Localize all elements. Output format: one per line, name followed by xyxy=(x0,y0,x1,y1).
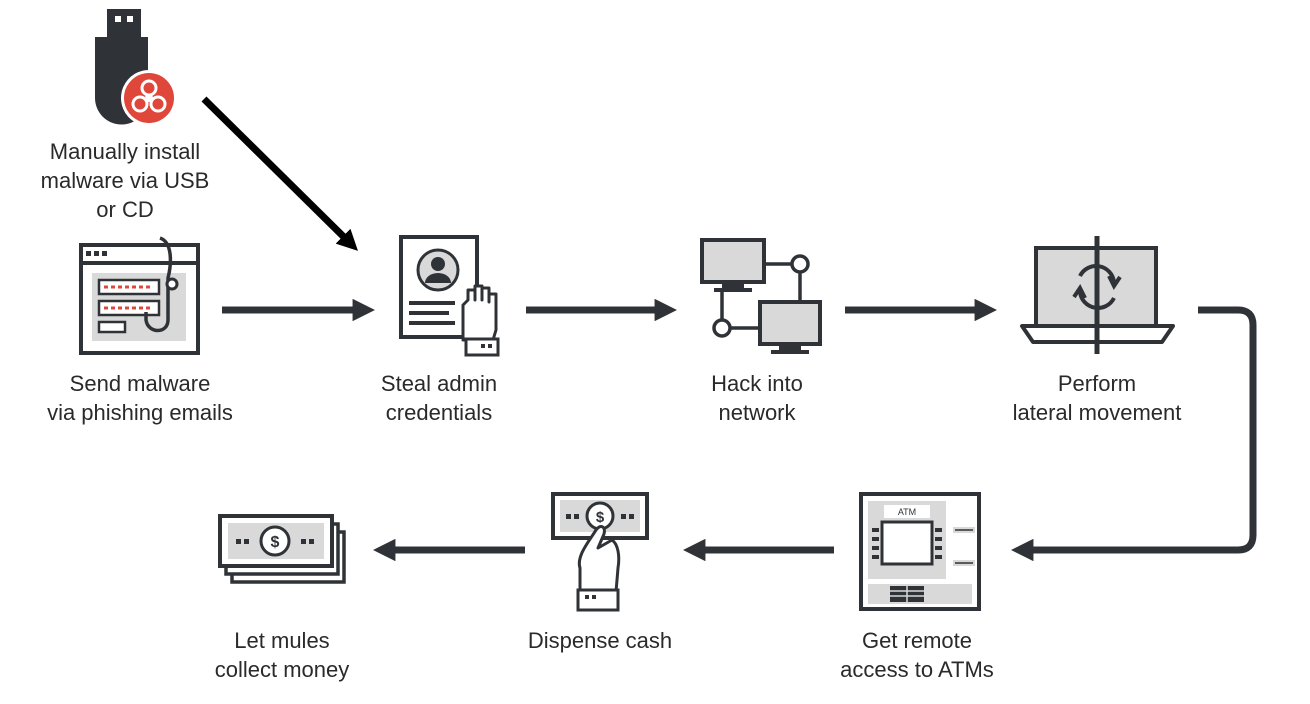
arrow-usb-to-credentials xyxy=(201,96,358,251)
arrow-lateral-to-atm xyxy=(1011,306,1257,562)
network-computers-icon xyxy=(700,238,822,354)
atm-machine-icon: ATM xyxy=(859,492,981,611)
phishing-browser-icon xyxy=(79,236,200,355)
laptop-lateral-icon xyxy=(1020,236,1175,354)
label-mules: Let mules collect money xyxy=(214,628,350,682)
dispense-dollar-sign: $ xyxy=(596,509,605,526)
credentials-document-icon xyxy=(399,235,500,357)
label-network: Hack into network xyxy=(711,371,803,425)
money-stack-icon: $ xyxy=(218,514,346,584)
label-lateral: Perform lateral movement xyxy=(1012,371,1182,425)
label-phishing: Send malware via phishing emails xyxy=(47,371,233,425)
mules-dollar-sign: $ xyxy=(271,534,280,551)
label-usb: Manually install malware via USB or CD xyxy=(40,139,210,222)
usb-biohazard-icon xyxy=(95,9,177,126)
label-dispense: Dispense cash xyxy=(527,628,673,653)
label-atm: Get remote access to ATMs xyxy=(840,628,994,682)
atm-screen-label: ATM xyxy=(898,507,916,517)
flow-arrows xyxy=(201,96,1257,562)
label-credentials: Steal admin credentials xyxy=(380,371,498,425)
hand-banknote-icon: $ xyxy=(551,492,649,612)
